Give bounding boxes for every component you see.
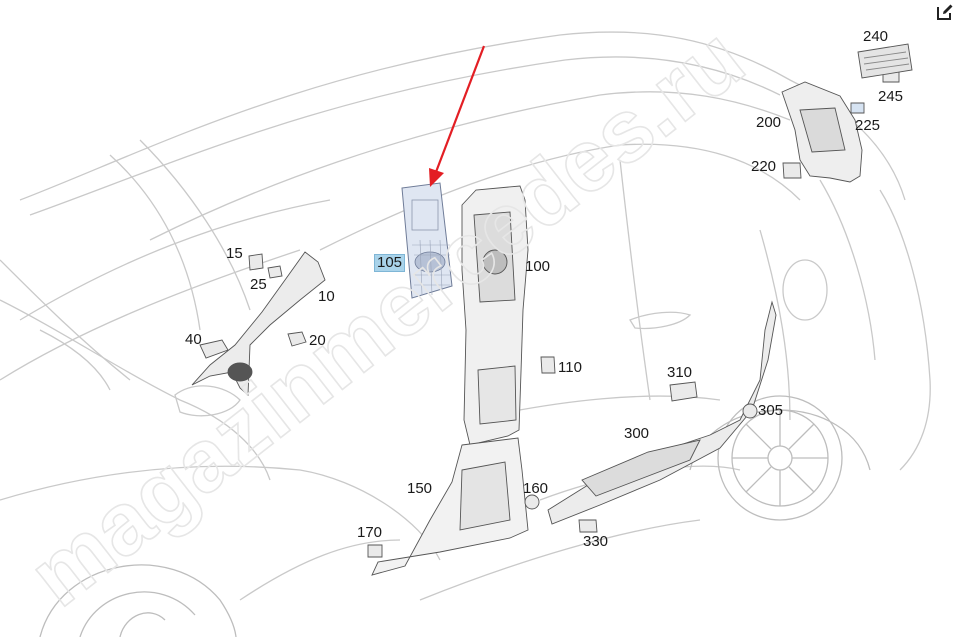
label-310[interactable]: 310 [667,364,693,381]
label-100[interactable]: 100 [525,258,551,275]
label-305[interactable]: 305 [758,402,784,419]
part-200-c-pillar-trim [781,81,863,183]
label-40[interactable]: 40 [185,331,202,348]
part-240-vent [857,43,913,79]
label-150[interactable]: 150 [407,480,433,497]
small-parts [199,71,900,558]
part-10-a-pillar-trim [191,251,326,396]
label-225[interactable]: 225 [855,117,881,134]
label-15[interactable]: 15 [226,245,243,262]
label-245[interactable]: 245 [878,88,904,105]
edit-icon [937,4,953,20]
label-10[interactable]: 10 [318,288,335,305]
front-wheel [39,564,237,638]
label-110[interactable]: 110 [558,359,582,376]
part-105-trim-cover [401,182,453,299]
label-300[interactable]: 300 [624,425,650,442]
part-100-b-pillar-trim [461,185,529,446]
label-160[interactable]: 160 [523,480,549,497]
part-300-sill-trim [547,300,777,525]
label-240[interactable]: 240 [863,28,889,45]
label-20[interactable]: 20 [309,332,326,349]
edit-button[interactable] [935,2,955,22]
label-105[interactable]: 105 [374,254,406,272]
highlight-arrow [429,45,486,187]
label-170[interactable]: 170 [357,524,383,541]
label-330[interactable]: 330 [583,533,609,550]
part-150-lower-pillar [371,437,529,576]
label-220[interactable]: 220 [751,158,777,175]
label-200[interactable]: 200 [756,114,782,131]
label-25[interactable]: 25 [250,276,267,293]
